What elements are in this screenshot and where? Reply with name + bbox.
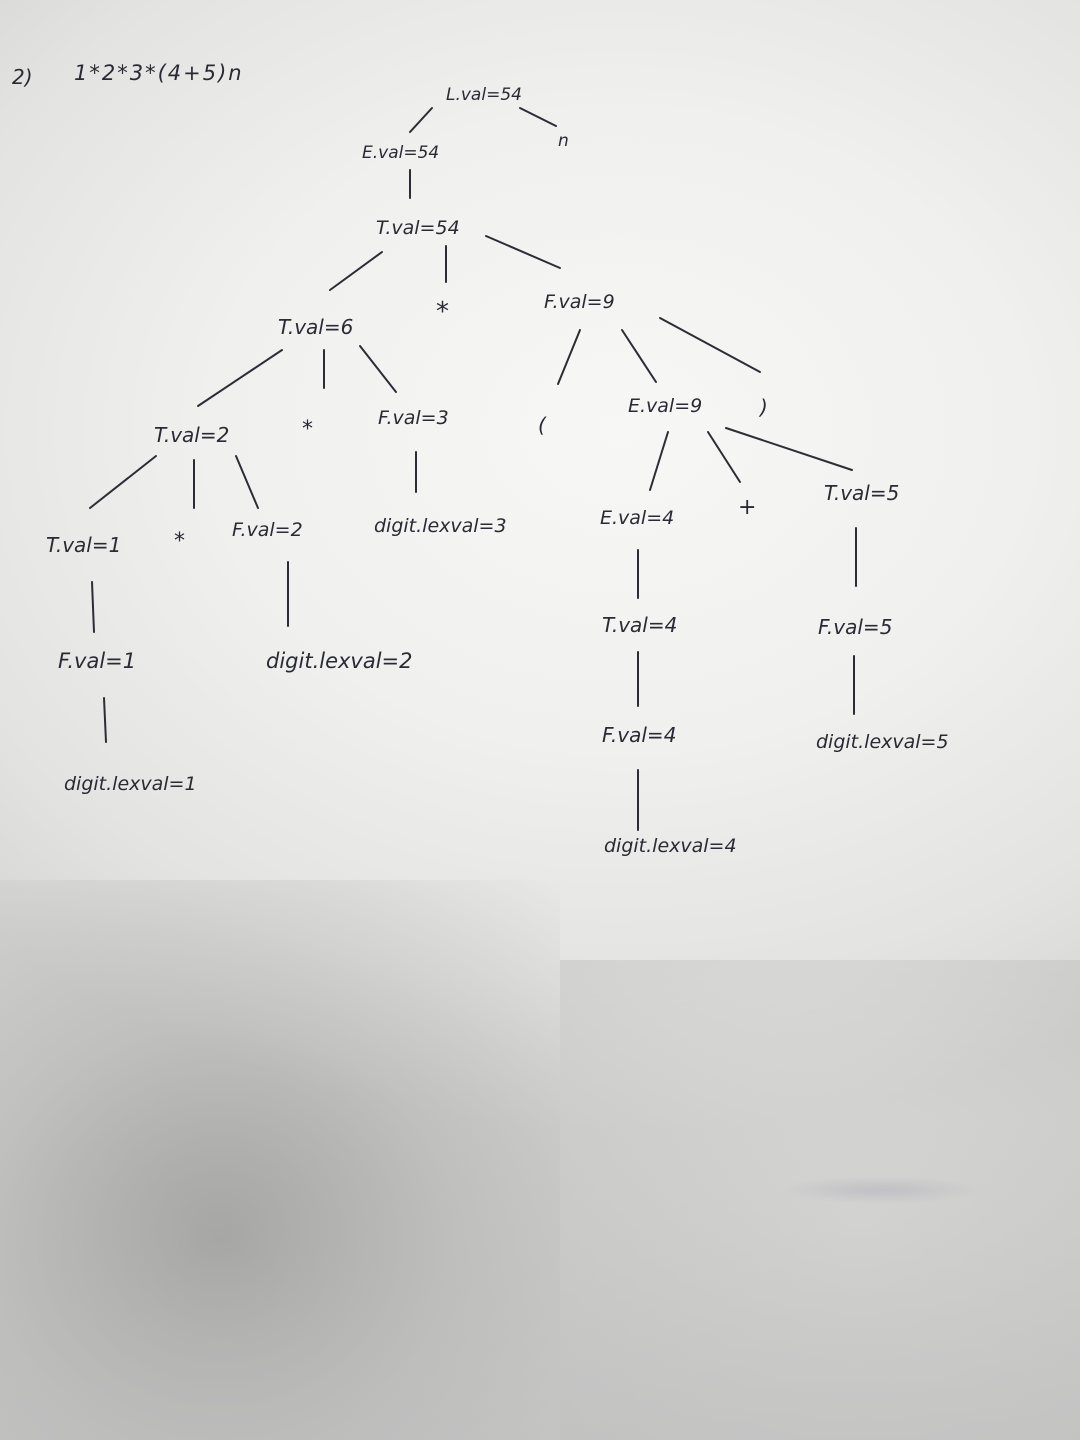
node-digit4: digit.lexval=4: [604, 835, 737, 857]
edge-l-e: [409, 107, 433, 133]
edge-t54-t6: [329, 251, 383, 291]
node-t4: T.val=4: [602, 613, 677, 637]
edge-f9-rparen: [659, 317, 761, 373]
edge-e9-e4: [649, 431, 669, 491]
edge-t6-t2: [197, 349, 283, 407]
edge-f1-digit: [103, 697, 107, 743]
node-rparen: ): [758, 395, 768, 419]
node-t-root: T.val=54: [376, 217, 460, 239]
tree-edges: [89, 107, 857, 831]
node-e9: E.val=9: [628, 395, 702, 417]
edge-e9-t5: [725, 427, 853, 471]
node-digit3: digit.lexval=3: [374, 515, 507, 537]
edge-t54-f9: [485, 235, 561, 269]
node-digit2: digit.lexval=2: [266, 649, 413, 673]
node-t1: T.val=1: [46, 533, 121, 557]
node-star-low: *: [174, 529, 185, 554]
edge-t2-t1: [89, 455, 157, 509]
node-t5: T.val=5: [824, 481, 899, 505]
node-f3: F.val=3: [378, 407, 449, 429]
edge-t2-f2: [235, 455, 259, 509]
problem-number: 2): [12, 65, 33, 89]
edge-f9-e9: [621, 329, 657, 383]
node-t6: T.val=6: [278, 315, 353, 339]
node-f1: F.val=1: [58, 649, 136, 673]
node-digit5: digit.lexval=5: [816, 731, 949, 753]
node-t2: T.val=2: [154, 423, 229, 447]
node-plus: +: [738, 495, 756, 520]
node-digit1: digit.lexval=1: [64, 773, 197, 795]
node-e4: E.val=4: [600, 507, 674, 529]
node-f9: F.val=9: [544, 291, 615, 313]
node-lparen: (: [538, 413, 547, 437]
node-f5: F.val=5: [818, 615, 892, 639]
node-l: L.val=54: [446, 85, 522, 105]
node-f2: F.val=2: [232, 519, 303, 541]
node-star-top: *: [436, 297, 449, 327]
node-n: n: [558, 131, 569, 151]
edge-l-n: [519, 107, 557, 127]
node-star-mid: *: [302, 417, 313, 442]
edge-t1-f1: [91, 581, 95, 633]
edge-e9-plus: [707, 431, 741, 483]
node-e-root: E.val=54: [362, 143, 439, 163]
ink-smudge: [780, 1175, 980, 1205]
edge-t6-f3: [359, 345, 397, 393]
problem-expression: 1*2*3*(4+5)n: [74, 61, 244, 85]
tree-nodes: L.val=54 n E.val=54 T.val=54 T.val=6 * F…: [46, 85, 949, 857]
edge-f9-lparen: [557, 329, 581, 385]
node-f4: F.val=4: [602, 723, 676, 747]
